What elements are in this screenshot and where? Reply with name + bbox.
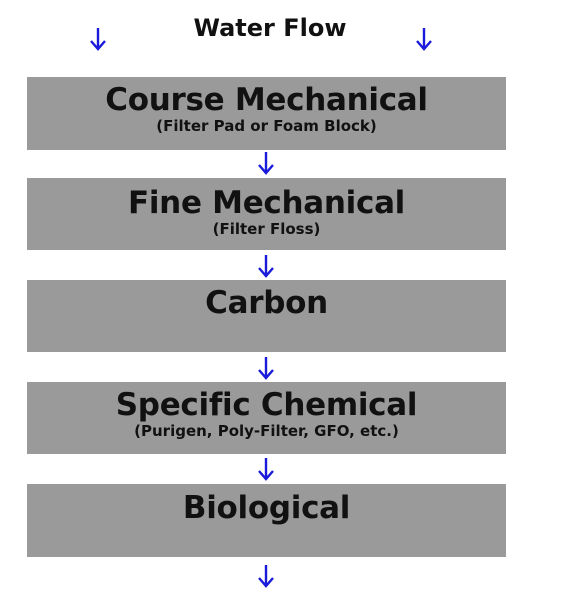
stage-subtitle: (Purigen, Poly-Filter, GFO, etc.) — [134, 422, 399, 440]
arrow-down-icon — [256, 150, 276, 176]
stage-name: Specific Chemical — [115, 387, 418, 423]
diagram-title: Water Flow — [193, 14, 347, 42]
arrow-down-icon — [88, 26, 108, 52]
stage-fine-mechanical: Fine Mechanical (Filter Floss) — [27, 178, 506, 250]
arrow-down-icon — [256, 253, 276, 279]
arrow-down-icon — [256, 563, 276, 589]
arrow-down-icon — [414, 26, 434, 52]
stage-course-mechanical: Course Mechanical (Filter Pad or Foam Bl… — [27, 77, 506, 150]
arrow-down-icon — [256, 355, 276, 381]
stage-subtitle: (Filter Pad or Foam Block) — [156, 117, 377, 135]
stage-name: Course Mechanical — [105, 82, 428, 118]
stage-subtitle: (Filter Floss) — [212, 220, 321, 238]
stage-specific-chemical: Specific Chemical (Purigen, Poly-Filter,… — [27, 382, 506, 454]
stage-carbon: Carbon — [27, 280, 506, 352]
arrow-down-icon — [256, 456, 276, 482]
stage-name: Carbon — [205, 285, 328, 321]
stage-biological: Biological — [27, 484, 506, 557]
stage-name: Fine Mechanical — [127, 185, 406, 221]
stage-name: Biological — [182, 490, 351, 526]
